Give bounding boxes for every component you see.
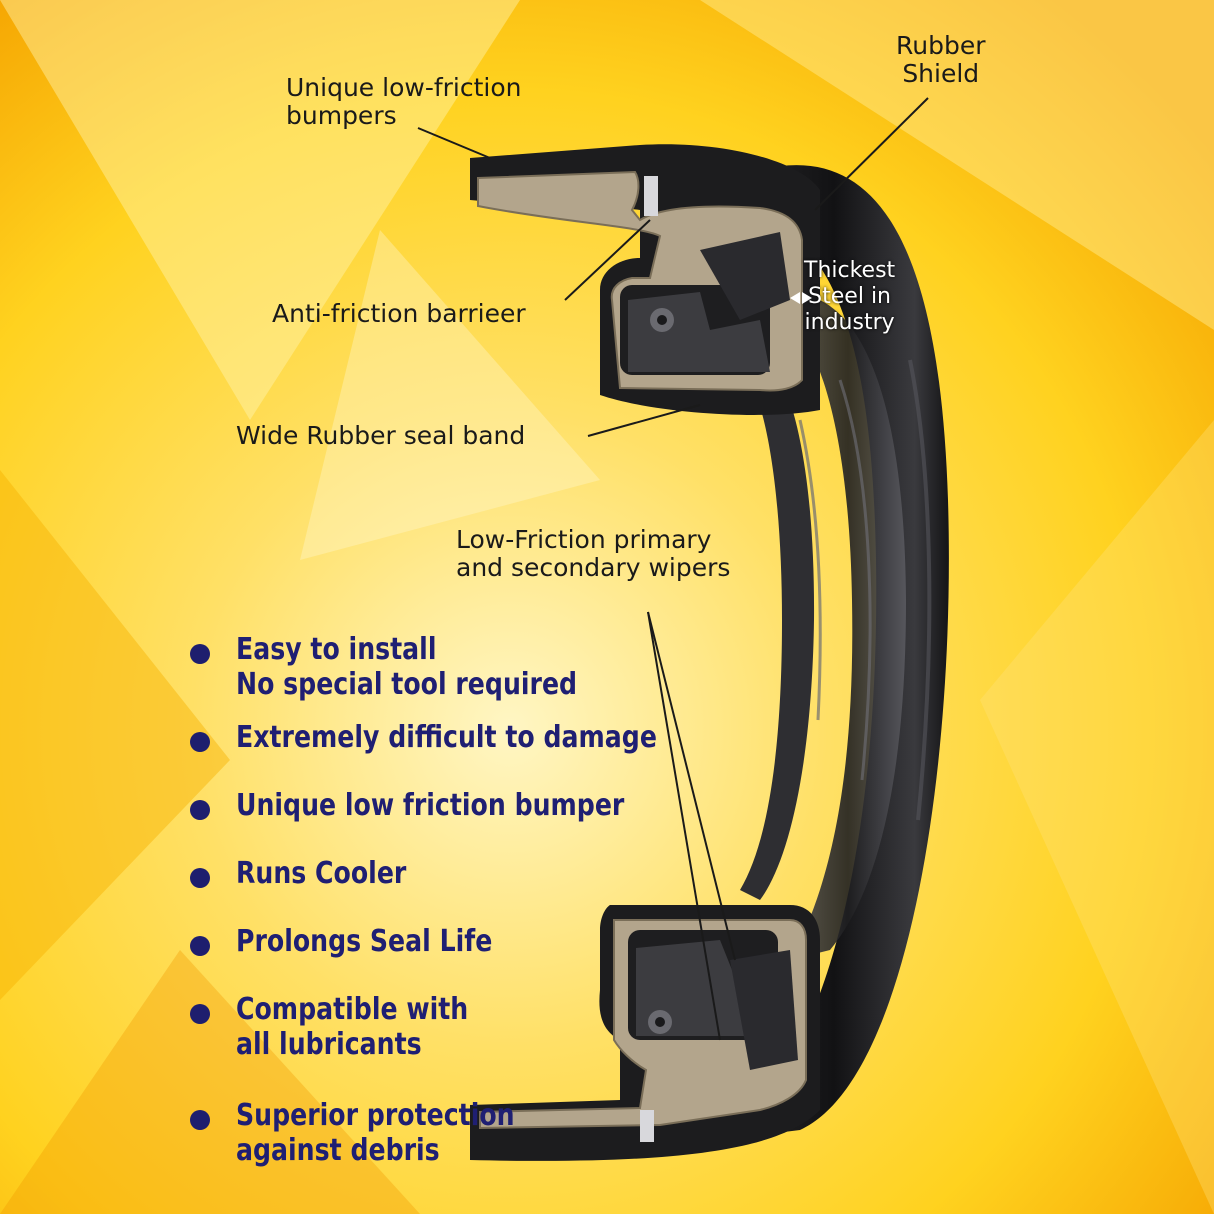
leader-lines xyxy=(417,97,929,1041)
top-cross-section xyxy=(470,144,820,415)
label-thickest-steel: Thickest Steel in industry xyxy=(804,258,896,335)
thickness-arrows xyxy=(790,292,812,304)
bullet-dot xyxy=(190,732,210,752)
bullet-dot xyxy=(190,1004,210,1024)
bullet-dot xyxy=(190,800,210,820)
label-rubber-shield: Rubber Shield xyxy=(896,31,986,88)
label-wipers: Low-Friction primary and secondary wiper… xyxy=(456,525,731,582)
leader-shield xyxy=(814,97,929,211)
background-facet xyxy=(300,230,600,560)
background-facet xyxy=(700,0,1214,330)
bullet-dot xyxy=(190,1110,210,1130)
leader-wiper-secondary xyxy=(647,611,721,1041)
label-seal-band: Wide Rubber seal band xyxy=(236,421,526,450)
label-bumpers: Unique low-friction bumpers xyxy=(286,73,522,130)
leader-barrier xyxy=(564,219,651,301)
bullet-dot xyxy=(190,644,210,664)
leader-wiper-primary xyxy=(647,611,736,961)
leader-seal-band xyxy=(587,404,701,437)
background-facet xyxy=(980,420,1214,1214)
label-anti-friction-barrier: Anti-friction barrieer xyxy=(272,299,526,328)
leader-bumpers xyxy=(417,127,491,159)
background-facet xyxy=(0,0,520,420)
background-facet xyxy=(0,470,230,1000)
rubber-ring xyxy=(720,165,949,1140)
bottom-cross-section xyxy=(470,905,820,1161)
bullet-dot xyxy=(190,936,210,956)
background-facet xyxy=(0,950,420,1214)
bullet-dot xyxy=(190,868,210,888)
